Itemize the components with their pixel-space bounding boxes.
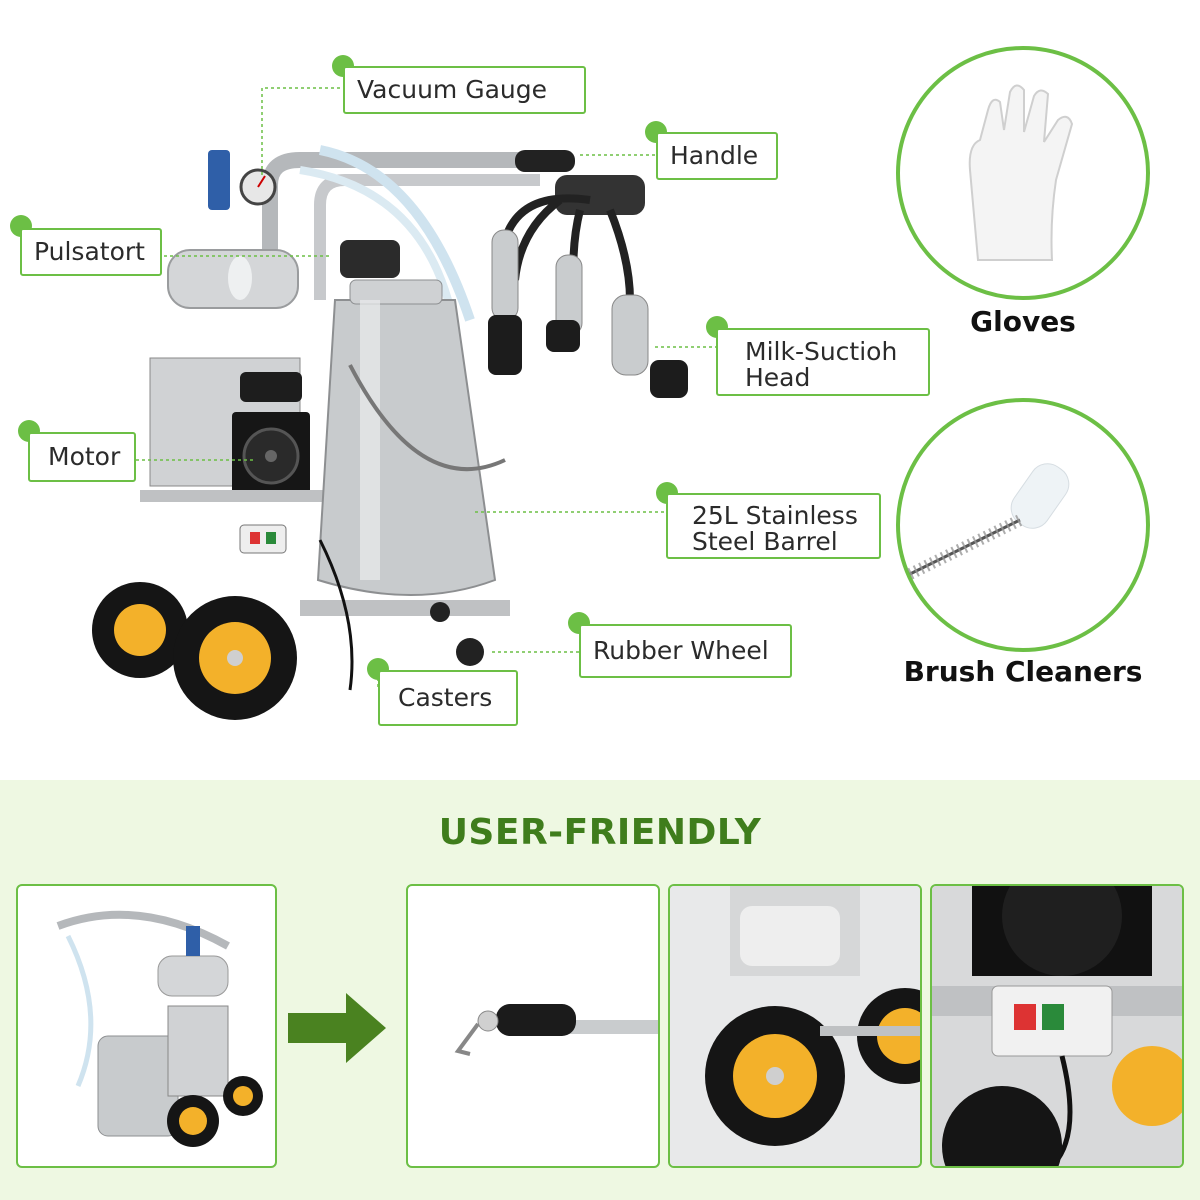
pulsator-text: Pulsatort: [34, 237, 145, 266]
motor-text: Motor: [48, 442, 121, 471]
handle-detail-panel: [406, 884, 660, 1168]
casters-label: Casters: [378, 670, 518, 726]
barrel-text-line2: Steel Barrel: [692, 527, 838, 556]
brush-cleaners-caption: Brush Cleaners: [903, 655, 1143, 688]
glove-icon: [968, 84, 1074, 261]
machine-overview-panel: [16, 884, 277, 1168]
machine-thumbnail: [56, 910, 263, 1147]
rubber-wheel-label: Rubber Wheel: [579, 624, 792, 678]
section-heading: USER-FRIENDLY: [438, 812, 762, 853]
brush-icon: [907, 463, 1070, 580]
rubber-wheel-text: Rubber Wheel: [593, 636, 769, 665]
handle-grip-image: [454, 1004, 658, 1056]
handle-label: Handle: [656, 132, 778, 180]
switch-detail-panel: [930, 884, 1184, 1168]
arrow-right-icon: [288, 993, 386, 1063]
motor-label: Motor: [28, 432, 136, 482]
milk-suction-head-text-line1: Milk-Suctioh: [745, 337, 898, 366]
milk-suction-head-text-line2: Head: [745, 363, 811, 392]
pulsator-label: Pulsatort: [20, 228, 162, 276]
milk-suction-head-label: Milk-Suctioh Head: [716, 328, 930, 396]
barrel-text-line1: 25L Stainless: [692, 501, 858, 530]
brush-cleaners-circle: [896, 398, 1150, 652]
casters-text: Casters: [398, 683, 493, 712]
vacuum-gauge-label: Vacuum Gauge: [343, 66, 586, 114]
wheel-image: [670, 886, 920, 1166]
product-diagram-area: Vacuum Gauge Handle Pulsatort Milk-Sucti…: [10, 46, 1150, 726]
gloves-circle: [896, 46, 1150, 300]
handle-text: Handle: [670, 141, 759, 170]
wheel-detail-panel: [668, 884, 922, 1168]
gloves-caption: Gloves: [970, 305, 1076, 338]
milking-machine-illustration: [92, 87, 718, 720]
switch-box-image: [932, 886, 1182, 1166]
vacuum-gauge-text: Vacuum Gauge: [357, 75, 548, 104]
stainless-barrel-label: 25L Stainless Steel Barrel: [666, 493, 881, 559]
